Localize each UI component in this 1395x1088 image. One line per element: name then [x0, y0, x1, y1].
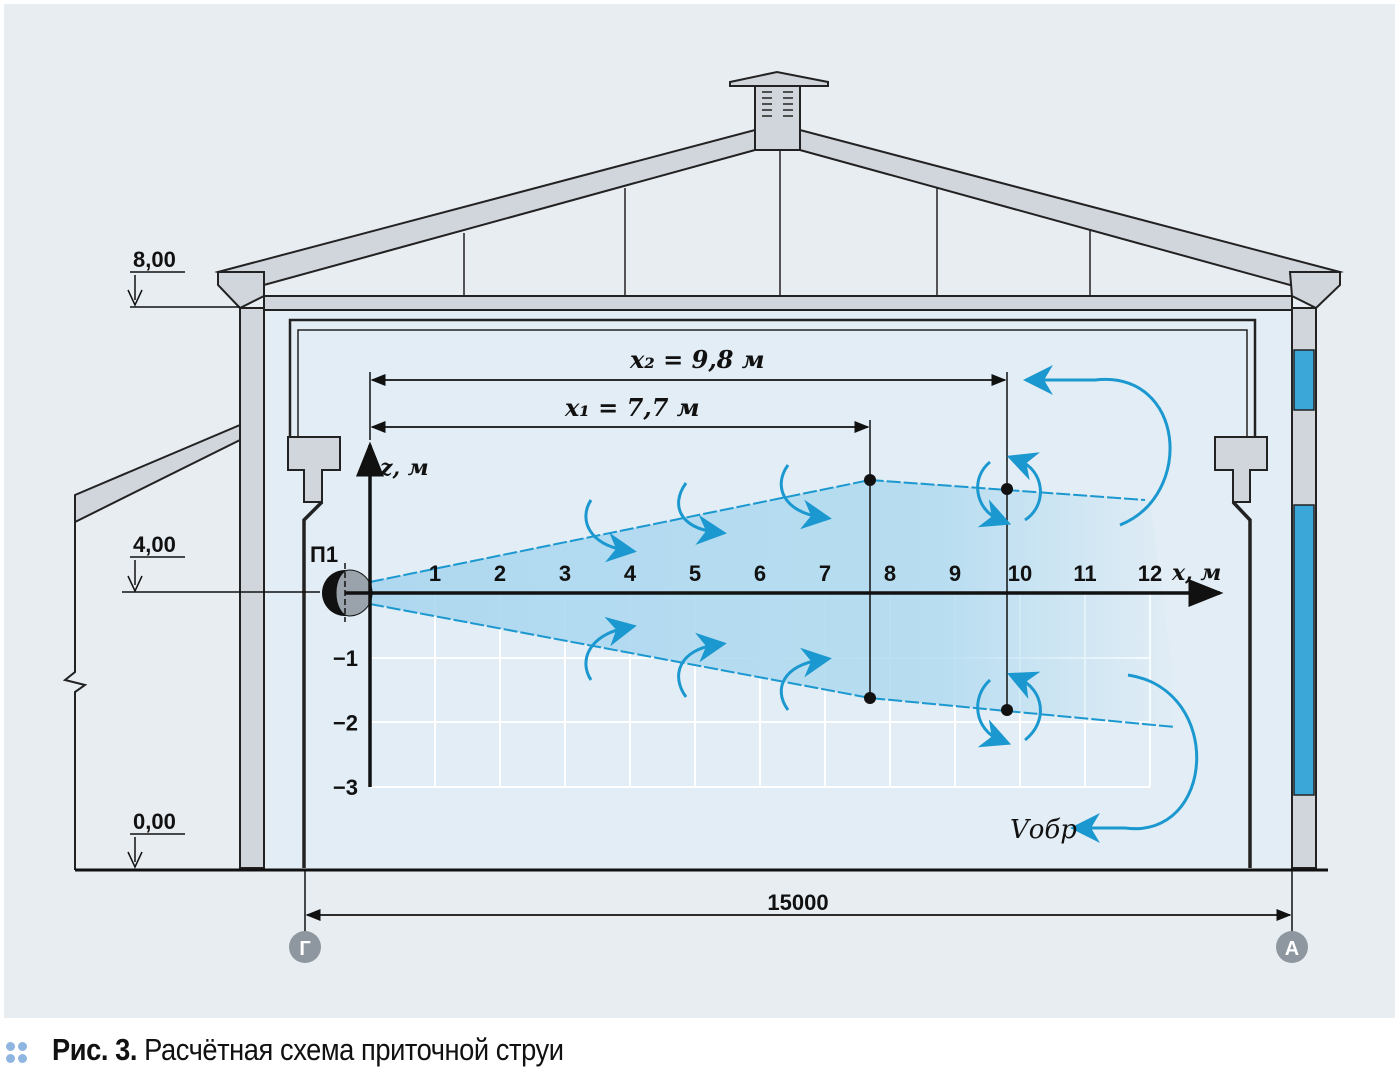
grid-axis-markers — [289, 931, 1308, 963]
measurement-points — [864, 474, 1013, 716]
x-tick-label: 6 — [754, 561, 766, 586]
x-tick-label: 1 — [429, 561, 441, 586]
level-marks — [122, 271, 320, 869]
level-0: 0,00 — [133, 809, 176, 834]
x-axis-label: x, м — [1171, 560, 1221, 586]
x-tick-label: 5 — [689, 561, 701, 586]
x-tick-label: 3 — [559, 561, 571, 586]
axis-a-label: А — [1285, 938, 1299, 960]
return-velocity-label: Vобр — [1010, 815, 1077, 845]
axis-g-label: Г — [299, 938, 310, 960]
x-tick-label: 12 — [1138, 561, 1162, 586]
air-jet — [370, 480, 1180, 727]
figure-caption: Рис. 3. Расчётная схема приточной струи — [52, 1032, 564, 1068]
level-4: 4,00 — [133, 532, 176, 557]
z-tick-label: −2 — [333, 711, 358, 736]
span-dimension — [304, 870, 1293, 935]
window-upper — [1293, 349, 1315, 411]
x-tick-label: 2 — [494, 561, 506, 586]
level-8: 8,00 — [133, 247, 176, 272]
x1-label: x₁ = 7,7 м — [564, 393, 700, 422]
trusses — [263, 149, 1291, 296]
supply-label: П1 — [310, 542, 338, 567]
x-tick-label: 10 — [1008, 561, 1032, 586]
x-tick-label: 7 — [819, 561, 831, 586]
z-tick-labels: −1 −2 −3 — [333, 646, 358, 800]
span-label: 15000 — [767, 890, 828, 915]
x-tick-label: 9 — [949, 561, 961, 586]
section-lines — [369, 372, 1008, 710]
x-tick-label: 11 — [1073, 561, 1096, 586]
x-tick-label: 4 — [624, 561, 637, 586]
eddy-arrows — [584, 365, 1199, 843]
roof-vent-louvers — [762, 91, 793, 117]
caption-bullet-icon — [6, 1042, 28, 1064]
z-axis-label: z, м — [379, 455, 429, 481]
window-lower — [1293, 504, 1315, 796]
z-tick-label: −1 — [333, 646, 358, 671]
annex — [62, 423, 241, 870]
walls — [239, 307, 1317, 869]
suspended-ceiling — [288, 318, 1257, 445]
x-tick-label: 8 — [884, 561, 896, 586]
x2-label: x₂ = 9,8 м — [629, 345, 765, 374]
z-tick-label: −3 — [333, 775, 358, 800]
caption-text: Расчётная схема приточной струи — [144, 1032, 564, 1067]
caption-number: Рис. 3. — [52, 1032, 137, 1067]
